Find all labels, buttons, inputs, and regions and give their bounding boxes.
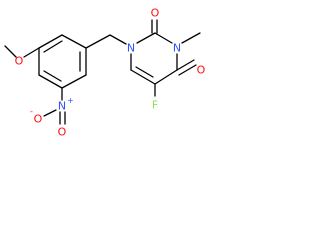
bond [4,45,17,58]
n-methyl-group [181,32,201,44]
fluoro-substituent: F [152,83,158,112]
chemical-structure: O N + O - O N N O [4,7,206,139]
bond [109,34,127,45]
nitro-group: N + O - O [30,87,74,139]
methoxy-group: O [4,45,40,68]
bond [154,32,173,44]
bond [154,69,178,85]
c4-carbonyl: O [176,59,206,77]
atom-o-methoxy: O [15,55,24,68]
benzylic-linker [85,34,127,49]
bond [43,109,57,117]
pyrimidine-ring: N N [127,32,181,85]
bond [135,66,154,78]
atom-o-nitro-top: O [34,113,43,126]
bond [38,34,63,49]
atom-o-nitro-bottom: O [58,126,67,139]
atom-n-nitro: N [58,100,66,113]
atom-f: F [152,99,158,112]
atom-n3: N [173,42,181,55]
bond [61,74,87,89]
atom-o-c2: O [151,7,160,20]
bond [176,59,195,71]
atom-n1: N [127,42,135,55]
bond [61,34,87,49]
bond [23,47,40,58]
benzene-ring [38,34,87,89]
bond [181,32,201,44]
nitro-positive-charge: + [67,96,74,105]
nitro-negative-charge: - [30,107,33,116]
bond [130,69,156,85]
c2-carbonyl: O [151,7,160,34]
bond [178,64,197,76]
atom-o-c4: O [197,64,206,77]
bond [136,32,156,44]
bond [43,70,62,82]
bond [38,74,63,89]
bond [85,34,111,49]
bond [43,40,63,53]
